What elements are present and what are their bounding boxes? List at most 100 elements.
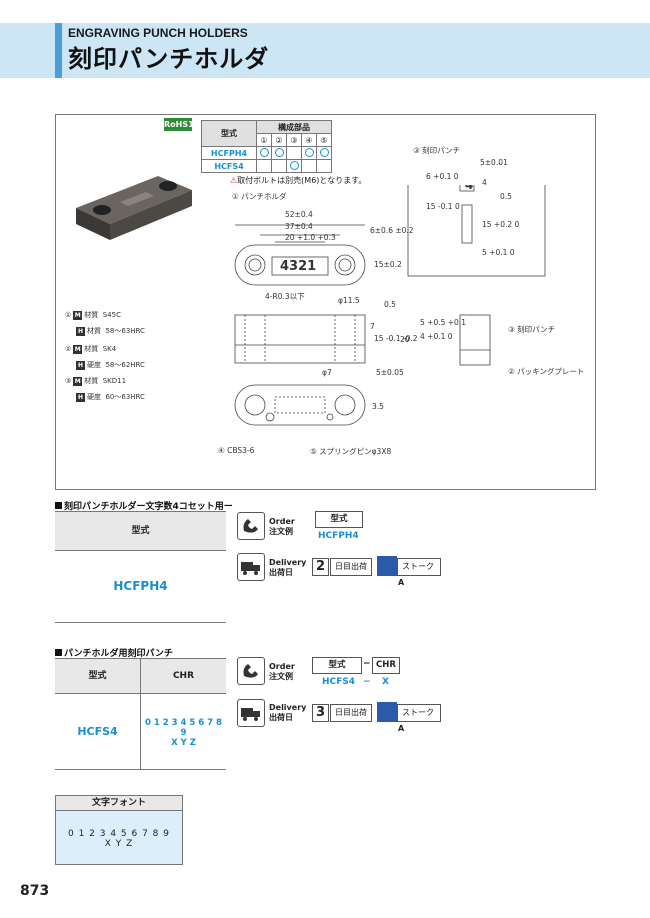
dim-phi7: φ7 [322, 368, 332, 377]
config-model: HCFS4 [201, 159, 257, 173]
stroke-box: ストーク A [397, 704, 441, 733]
material-tag: H [76, 393, 85, 402]
section2-chr-line2: X Y Z [171, 738, 196, 748]
part-num: ① [256, 133, 272, 147]
header-band [0, 23, 650, 78]
order-box-label: 型式 [315, 511, 363, 528]
title-japanese: 刻印パンチホルダ [68, 45, 270, 73]
section2-title: パンチホルダ用刻印パンチ [55, 646, 173, 659]
part-mark [301, 159, 317, 173]
part-num: ⑤ [316, 133, 332, 147]
material-num: ② [65, 345, 72, 353]
material-label: 硬度 [87, 393, 101, 401]
material-value: S45C [102, 311, 121, 319]
section1-title-text: 刻印パンチホルダー文字数4コセット用ー [64, 502, 233, 512]
stroke-grade: A [398, 724, 405, 733]
order-en: Order [269, 517, 295, 526]
part-mark [316, 146, 332, 160]
config-model: HCFPH4 [201, 146, 257, 160]
delivery-days: 3 [312, 704, 329, 722]
section1-title: 刻印パンチホルダー文字数4コセット用ー [55, 499, 233, 512]
plate-digits: 4321 [280, 259, 316, 274]
delivery-jp: 出荷日 [269, 713, 293, 722]
order-example-chr: X [382, 677, 389, 687]
dim-37: 37±0.4 [285, 222, 313, 231]
section1-value: HCFPH4 [113, 579, 168, 593]
section2-model-value: HCFS4 [55, 694, 141, 769]
order-example-dash: − [363, 677, 371, 687]
section2-col-chr: CHR [141, 659, 226, 693]
dim-20b: 20 [400, 335, 410, 344]
material-value: SK4 [102, 345, 117, 353]
punch-glyph: 4 [465, 185, 473, 192]
delivery-days-text: 日目出荷 [330, 704, 372, 722]
section2-table: 型式 CHR HCFS4 0 1 2 3 4 5 6 7 8 9 X Y Z [55, 658, 226, 770]
material-num: ③ [65, 377, 72, 385]
dim-r03: 4-R0.3以下 [265, 292, 305, 301]
punch-detail-frame [407, 185, 546, 277]
font-sample-line2: X Y Z [104, 839, 134, 849]
config-row: HCFS4 [201, 159, 332, 173]
section2-title-text: パンチホルダ用刻印パンチ [64, 649, 173, 659]
material-tag: H [76, 361, 85, 370]
dim-s4: 4 +0.1 0 [420, 332, 453, 341]
material-value: SKD11 [102, 377, 127, 385]
section1-col: 型式 [55, 512, 226, 551]
material-tag: M [73, 377, 83, 386]
warning-icon: ⚠ [230, 176, 238, 185]
stroke-grade: A [398, 578, 405, 587]
page-number: 873 [20, 883, 50, 899]
bolt-note: ⚠取付ボルトは別売(M6)となります。 [230, 175, 366, 186]
delivery-en: Delivery [269, 558, 307, 567]
bolt-hole [244, 254, 266, 276]
punch-glyph-block [459, 185, 475, 192]
order-dash: − [363, 659, 371, 669]
material-label: 材質 [84, 311, 99, 319]
part-mark [256, 146, 272, 160]
holder-front-view [234, 314, 366, 364]
order-example: HCFS4 [322, 677, 356, 687]
font-sample-box: 文字フォント 0 1 2 3 4 5 6 7 8 9 X Y Z [55, 795, 183, 865]
section1-table: 型式 HCFPH4 [55, 511, 226, 623]
material-label: 硬度 [87, 361, 101, 369]
punch-side-label: ③ 刻印パンチ [508, 325, 555, 334]
font-sample-title: 文字フォント [56, 796, 182, 811]
part-mark [286, 146, 302, 160]
material-num: ① [65, 311, 72, 319]
dim-p15b: 15 +0.2 0 [482, 220, 520, 229]
dim-phi115: φ11.5 [338, 296, 360, 305]
punch-side-view [459, 314, 491, 366]
packing-plate-label: ② パッキングプレート [508, 367, 585, 376]
delivery-jp: 出荷日 [269, 568, 293, 577]
order-box-chr: CHR [372, 657, 400, 674]
part-mark [286, 159, 302, 173]
dim-p15: 15 -0.1 0 [426, 202, 460, 211]
config-col-model: 型式 [201, 120, 257, 147]
stroke-text: ストーク [402, 562, 434, 571]
holder-top-view [234, 244, 366, 286]
config-row: HCFPH4 [201, 146, 332, 160]
dim-s5: 5 +0.5 +0.1 [420, 318, 466, 327]
part-num: ② [271, 133, 287, 147]
order-jp: 注文例 [269, 672, 293, 681]
cbs-label: ④ CBS3-6 [218, 446, 255, 455]
bolt-note-text: 取付ボルトは別売(M6)となります。 [237, 176, 367, 185]
order-box-label: 型式 [312, 657, 362, 674]
stroke-text: ストーク [402, 708, 434, 717]
section2-col-model: 型式 [55, 659, 141, 693]
holder-label: ① パンチホルダ [232, 192, 287, 201]
material-tag: H [76, 327, 85, 336]
dim-52: 52±0.4 [285, 210, 313, 219]
dim-5: 5±0.05 [376, 368, 404, 377]
material-label: 材質 [84, 377, 99, 385]
delivery-en: Delivery [269, 703, 307, 712]
delivery-truck-icon [237, 553, 265, 581]
font-sample-line1: 0 1 2 3 4 5 6 7 8 9 [67, 829, 170, 839]
order-en: Order [269, 662, 295, 671]
dim-p5: 5±0.01 [480, 158, 508, 167]
spring-pin [326, 413, 334, 421]
